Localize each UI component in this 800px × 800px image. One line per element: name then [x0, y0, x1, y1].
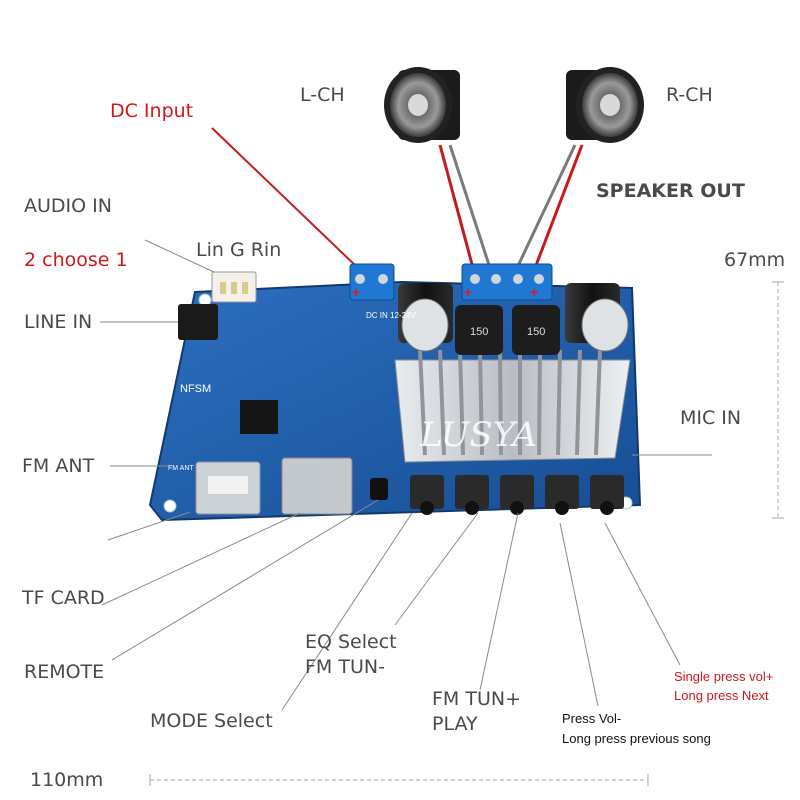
label-play: PLAY [432, 713, 478, 735]
watermark: LUSYA [419, 415, 537, 455]
dimension-lines [150, 282, 779, 781]
svg-text:+: + [464, 284, 472, 300]
left-speaker [384, 67, 460, 143]
label-height: 67mm [724, 249, 786, 271]
svg-text:+: + [352, 284, 360, 300]
label-l-ch: L-CH [300, 84, 345, 106]
silkscreen-nfsm: NFSM [180, 383, 211, 395]
label-fm-tun-minus: FM TUN- [305, 656, 385, 678]
label-width: 110mm [30, 769, 104, 791]
label-audio-in: AUDIO IN [24, 195, 112, 217]
button-row [410, 475, 624, 515]
capacitors: 150 150 [398, 283, 629, 355]
inductor-marking-2: 150 [527, 326, 545, 338]
tf-card-slot [281, 457, 353, 515]
silkscreen-dc: DC IN 12-24V [366, 311, 416, 320]
label-choose: 2 choose 1 [24, 249, 128, 271]
speaker-wires [438, 144, 584, 269]
main-chip [240, 400, 278, 434]
heatsink [394, 349, 631, 463]
label-fm-ant: FM ANT [22, 455, 95, 477]
svg-text:+: + [530, 284, 538, 300]
line-in-jack [178, 304, 218, 340]
dc-input-pointer [211, 127, 359, 269]
label-lin-g-rin: Lin G Rin [196, 239, 282, 261]
label-mode-select: MODE Select [150, 710, 273, 732]
line-in-header [211, 271, 257, 303]
label-long-press-prev: Long press previous song [562, 731, 711, 746]
label-single-press-vol-plus: Single press vol+ [674, 669, 774, 684]
label-line-in: LINE IN [24, 311, 93, 333]
label-speaker-out: SPEAKER OUT [596, 180, 745, 202]
label-remote: REMOTE [24, 661, 105, 683]
leader-lines [100, 239, 712, 711]
label-dc-input: DC Input [110, 100, 194, 122]
label-mic-in: MIC IN [680, 407, 742, 429]
label-tf-card: TF CARD [22, 587, 105, 609]
inductor-marking: 150 [470, 326, 488, 338]
label-press-vol-minus: Press Vol- [562, 711, 622, 726]
right-speaker [566, 67, 644, 143]
label-eq-select: EQ Select [305, 631, 397, 653]
speaker-terminal: + + [461, 263, 553, 301]
label-r-ch: R-CH [666, 84, 713, 106]
label-fm-tun-plus: FM TUN+ [432, 688, 522, 710]
ir-receiver [370, 478, 388, 500]
silkscreen-fm: FM ANT [168, 465, 194, 472]
label-long-press-next: Long press Next [674, 688, 769, 703]
dc-terminal: + [349, 263, 395, 301]
